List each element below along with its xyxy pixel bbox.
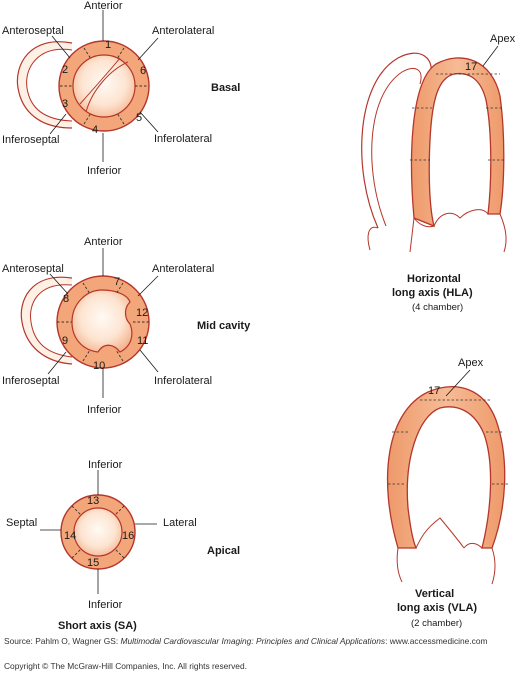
segment-2: 2	[62, 64, 68, 76]
segment-3: 3	[62, 98, 68, 110]
mid-label-inferolateral: Inferolateral	[154, 375, 212, 387]
vla-diagram	[386, 369, 508, 585]
vla-title-line2: long axis (VLA)	[397, 602, 477, 614]
segment-6: 6	[140, 65, 146, 77]
hla-subtitle: (4 chamber)	[412, 302, 463, 313]
apical-title: Apical	[207, 545, 240, 557]
mid-label-inferoseptal: Inferoseptal	[2, 375, 59, 387]
hla-diagram	[361, 45, 507, 253]
segment-12: 12	[136, 307, 148, 319]
footer-source-title: Multimodal Cardiovascular Imaging: Princ…	[120, 636, 386, 646]
basal-label-anterior: Anterior	[84, 0, 123, 12]
short-axis-title: Short axis (SA)	[58, 620, 137, 632]
footer-source-suffix: : www.accessmedicine.com	[385, 636, 488, 646]
hla-apex-label: Apex	[490, 33, 516, 45]
segment-4: 4	[92, 124, 98, 136]
segment-10: 10	[93, 360, 105, 372]
vla-apex-label: Apex	[458, 357, 484, 369]
segment-14: 14	[64, 530, 76, 542]
footer-source-prefix: Source: Pahlm O, Wagner GS:	[4, 636, 121, 646]
hla-title-line1: Horizontal	[407, 273, 461, 285]
apical-label-septal: Septal	[6, 517, 37, 529]
mid-label-anterolateral: Anterolateral	[152, 263, 214, 275]
segment-7: 7	[114, 276, 120, 288]
apical-ring	[40, 470, 157, 594]
mid-label-anteroseptal: Anteroseptal	[2, 263, 64, 275]
apical-label-inferior-bottom: Inferior	[88, 599, 123, 611]
mid-label-anterior: Anterior	[84, 236, 123, 248]
footer-source: Source: Pahlm O, Wagner GS: Multimodal C…	[4, 636, 516, 647]
segment-9: 9	[62, 335, 68, 347]
hla-segment-17: 17	[465, 61, 477, 73]
mid-ring	[20, 248, 159, 398]
apical-label-inferior-top: Inferior	[88, 459, 123, 471]
basal-label-inferoseptal: Inferoseptal	[2, 134, 59, 146]
vla-subtitle: (2 chamber)	[411, 618, 462, 629]
hla-title-line2: long axis (HLA)	[392, 287, 473, 299]
segment-5: 5	[136, 112, 142, 124]
basal-title: Basal	[211, 82, 240, 94]
vla-title-line1: Vertical	[415, 588, 454, 600]
footer-copyright: Copyright © The McGraw-Hill Companies, I…	[4, 661, 247, 671]
basal-label-inferolateral: Inferolateral	[154, 133, 212, 145]
segment-15: 15	[87, 557, 99, 569]
basal-label-anteroseptal: Anteroseptal	[2, 25, 64, 37]
segment-1: 1	[105, 39, 111, 51]
segment-13: 13	[87, 495, 99, 507]
basal-ring	[16, 10, 159, 162]
segment-11: 11	[137, 335, 148, 347]
vla-segment-17: 17	[428, 385, 440, 397]
mid-label-inferior: Inferior	[87, 404, 122, 416]
segment-16: 16	[122, 530, 134, 542]
apical-label-lateral: Lateral	[163, 517, 197, 529]
basal-label-inferior: Inferior	[87, 165, 122, 177]
mid-title: Mid cavity	[197, 320, 251, 332]
basal-label-anterolateral: Anterolateral	[152, 25, 214, 37]
segment-8: 8	[63, 293, 69, 305]
